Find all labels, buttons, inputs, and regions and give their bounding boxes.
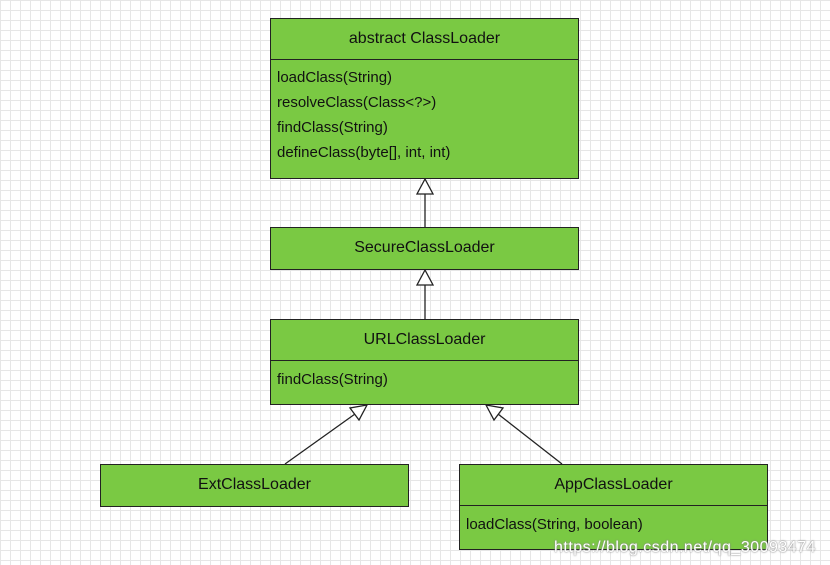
method-list: loadClass(String, boolean) <box>460 505 767 537</box>
inheritance-arrow-classloader <box>415 177 435 195</box>
class-name: URLClassLoader <box>363 331 486 348</box>
class-name: ExtClassLoader <box>198 476 311 493</box>
class-box-extclassloader: ExtClassLoader <box>100 464 409 507</box>
method-item: findClass(String) <box>277 119 388 136</box>
class-name: abstract ClassLoader <box>348 30 501 47</box>
class-name: SecureClassLoader <box>354 239 495 256</box>
method-item: resolveClass(Class<?>) <box>277 94 437 111</box>
inheritance-arrow-url-left <box>348 404 369 422</box>
method-item: findClass(String) <box>277 371 388 388</box>
class-box-urlclassloader: URLClassLoader findClass(String) <box>270 319 579 405</box>
class-box-appclassloader: AppClassLoader loadClass(String, boolean… <box>459 464 768 550</box>
method-item: loadClass(String, boolean) <box>466 516 643 533</box>
connector-ext-to-url <box>284 413 356 465</box>
class-name: AppClassLoader <box>554 476 673 493</box>
connector-app-to-url <box>497 413 563 465</box>
class-box-classloader: abstract ClassLoader loadClass(String) r… <box>270 18 579 179</box>
method-list: findClass(String) <box>271 360 578 392</box>
inheritance-arrow-url-right <box>484 404 505 422</box>
class-box-secureclassloader: SecureClassLoader <box>270 227 579 270</box>
watermark-text: https://blog.csdn.net/qq_30093474 <box>553 539 816 556</box>
method-list: loadClass(String) resolveClass(Class<?>)… <box>271 59 578 165</box>
inheritance-arrow-secure <box>415 268 435 286</box>
method-item: loadClass(String) <box>277 69 393 86</box>
method-item: defineClass(byte[], int, int) <box>277 144 451 161</box>
